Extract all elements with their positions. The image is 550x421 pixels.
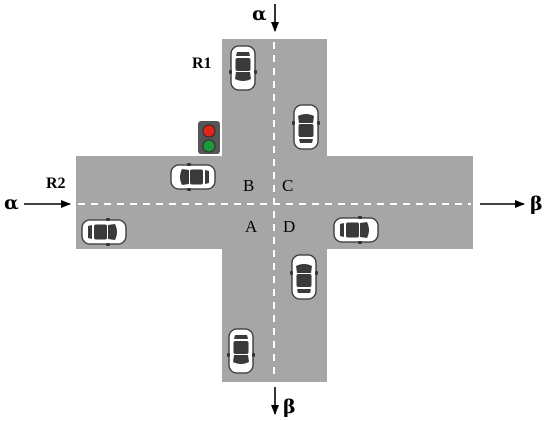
car-icon	[228, 45, 258, 91]
zone-label-b: B	[243, 176, 254, 195]
zone-label-c: C	[282, 176, 293, 195]
car-icon	[170, 162, 216, 192]
road-label-r2: R2	[46, 175, 66, 192]
flow-label-beta-right: β	[530, 193, 543, 215]
car-icon	[291, 104, 321, 150]
car-icon	[81, 217, 127, 247]
car-icon	[289, 254, 319, 300]
traffic-light-icon	[198, 121, 220, 154]
flow-label-alpha-left: α	[4, 192, 19, 214]
zone-label-d: D	[283, 217, 295, 236]
zone-label-a: A	[245, 217, 258, 236]
flow-label-beta-bottom: β	[283, 396, 296, 418]
road-label-r1: R1	[192, 55, 212, 72]
car-icon	[226, 328, 256, 374]
car-icon	[333, 215, 379, 245]
flow-label-alpha-top: α	[252, 3, 267, 25]
